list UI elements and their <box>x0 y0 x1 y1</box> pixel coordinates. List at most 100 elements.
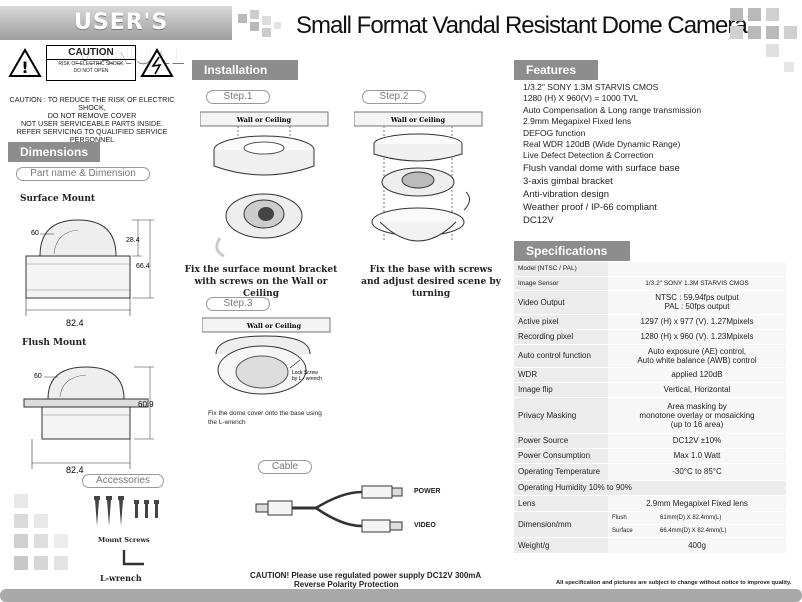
step2-wall-label: Wall or Ceiling <box>390 116 446 124</box>
features-tab: Features <box>514 60 598 80</box>
cable-caution-b: Reverse Polarity Protection <box>294 580 399 589</box>
dim-flush-value: 61mm(D) X 82.4mm(L) <box>656 511 786 525</box>
feature-item: 2.9mm Megapixel Fixed lens <box>523 116 632 127</box>
mount-screws-icon <box>94 496 159 526</box>
step2-caption-b: and adjust desired scene by turning <box>361 277 501 299</box>
step1-pill: Step.1 <box>206 90 270 104</box>
caution-box-sub2: DO NOT OPEN <box>73 68 109 74</box>
step2-caption-a: Fix the base with screws <box>369 265 493 275</box>
feature-item: 1/3.2" SONY 1.3M STARVIS CMOS <box>523 82 659 92</box>
surface-dim-60: 60 <box>31 230 39 237</box>
specifications-tab: Specifications <box>514 241 630 261</box>
spec-label: Model (NTSC / PAL) <box>514 262 608 277</box>
accessories-pill: Accessories <box>82 474 164 488</box>
spec-label: Auto control function <box>514 344 608 368</box>
step1-caption-b: with screws on the Wall or Ceiling <box>194 277 328 299</box>
l-wrench-icon <box>122 550 144 566</box>
electric-shock-icon <box>140 48 174 77</box>
lock-screw-label-b: by L - wrench <box>292 376 322 382</box>
spec-value: Auto exposure (AE) control, Auto white b… <box>608 344 786 368</box>
step3-drawing: Wall or Ceiling Lock Screw by L - wrench <box>202 317 331 395</box>
dim-surface-label: Surface <box>608 524 656 538</box>
spec-value: applied 120dB <box>608 367 786 383</box>
spec-label: Operating Humidity 10% to 90% <box>514 480 786 496</box>
spec-value: -30°C to 85°C <box>608 463 786 481</box>
svg-text:!: ! <box>21 58 28 77</box>
feature-item: 3-axis gimbal bracket <box>523 175 613 187</box>
features-list: 1/3.2" SONY 1.3M STARVIS CMOS 1280 (H) X… <box>523 82 793 227</box>
lock-screw-label-a: Lock Screw <box>292 370 318 376</box>
step2-drawing: Wall or Ceiling <box>354 111 483 242</box>
feature-item: DC12V <box>523 214 554 226</box>
surface-dim-82: 82.4 <box>66 318 84 328</box>
spec-row: Model (NTSC / PAL) <box>514 262 786 277</box>
spec-label: Power Consumption <box>514 448 608 464</box>
spec-row: Operating Humidity 10% to 90% <box>514 480 786 496</box>
feature-item: 1280 (H) X 960(V) = 1000 TVL <box>523 93 639 104</box>
caution-box: CAUTION RISK OF ELECTRIC SHOCK DO NOT OP… <box>46 45 136 81</box>
spec-value: 1/3.2" SONY 1.3M STARVIS CMOS <box>608 276 786 291</box>
dim-flush-label: Flush <box>608 511 656 525</box>
step3-pill: Step.3 <box>206 297 270 311</box>
spec-label: Dimension/mm <box>514 511 608 538</box>
feature-item: Real WDR 120dB (Wide Dynamic Range) <box>523 139 681 150</box>
spec-label: Privacy Masking <box>514 397 608 434</box>
step3-caption: Fix the dome cover onto the base using t… <box>208 409 322 427</box>
spec-value: DC12V ±10% <box>608 433 786 449</box>
cable-pill: Cable <box>258 460 312 474</box>
installation-tab: Installation <box>192 60 298 80</box>
step1-drawing: Wall or Ceiling <box>200 111 329 258</box>
step1-wall-label: Wall or Ceiling <box>236 116 292 124</box>
spec-value <box>608 262 786 277</box>
warning-triangle-icon: ! <box>8 48 42 77</box>
footer-bar <box>0 589 802 602</box>
spec-label: Operating Temperature <box>514 463 608 481</box>
step3-wall-label: Wall or Ceiling <box>246 322 302 330</box>
caution-notice: CAUTION : TO REDUCE THE RISK OF ELECTRIC… <box>4 96 180 144</box>
spec-label: Lens <box>514 495 608 512</box>
step3-caption-b: the L-wrench <box>208 419 246 426</box>
surface-dim-28: 28.4 <box>126 237 140 244</box>
cable-drawing <box>255 485 403 533</box>
step2-pill: Step.2 <box>362 90 426 104</box>
spec-value: Vertical, Horizontal <box>608 382 786 398</box>
feature-item: Anti-vibration design <box>523 188 610 200</box>
spec-label: WDR <box>514 367 608 383</box>
cable-caution-a: CAUTION! Please use regulated power supp… <box>250 571 482 580</box>
spec-value: Max 1.0 Watt <box>608 448 786 464</box>
spec-label: Recording pixel <box>514 329 608 345</box>
feature-item: DEFOG function <box>523 127 586 138</box>
spec-value: NTSC : 59.94fps output PAL : 50fps outpu… <box>608 290 786 315</box>
l-wrench-label: L-wrench <box>100 573 142 583</box>
flush-dim-60: 60 <box>34 373 42 380</box>
spec-value: 1297 (H) x 977 (V). 1.27Mpixels <box>608 314 786 330</box>
feature-item: Flush vandal dome with surface base <box>523 162 680 174</box>
dimensions-tab: Dimensions <box>8 142 100 162</box>
spec-label: Image Sensor <box>514 276 608 291</box>
caution-line3: NOT USER SERVICEABLE PARTS INSIDE. <box>20 119 164 128</box>
step1-caption-a: Fix the surface mount bracket <box>184 265 338 275</box>
flush-mount-label: Flush Mount <box>22 338 87 348</box>
spec-value: 400g <box>608 537 786 554</box>
part-name-pill: Part name & Dimension <box>16 167 150 181</box>
spec-row: Operating Temperature-30°C to 85°C <box>514 463 786 481</box>
flush-dim-609: 60.9 <box>138 400 154 409</box>
step2-caption: Fix the base with screws and adjust desi… <box>346 264 516 300</box>
spec-value: Area masking by monotone overlay or mosa… <box>608 397 786 434</box>
flush-dim-82: 82.4 <box>66 465 84 475</box>
caution-line4: REFER SERVICING TO QUALIFIED SERVICE PER… <box>16 127 168 144</box>
surface-mount-label: Surface Mount <box>20 194 96 204</box>
video-label: VIDEO <box>414 522 436 529</box>
spec-label: Video Output <box>514 290 608 315</box>
spec-footnote: All specification and pictures are subje… <box>556 580 792 586</box>
dim-surface-value: 66.4mm(D) X 82.4mm(L) <box>656 524 786 538</box>
